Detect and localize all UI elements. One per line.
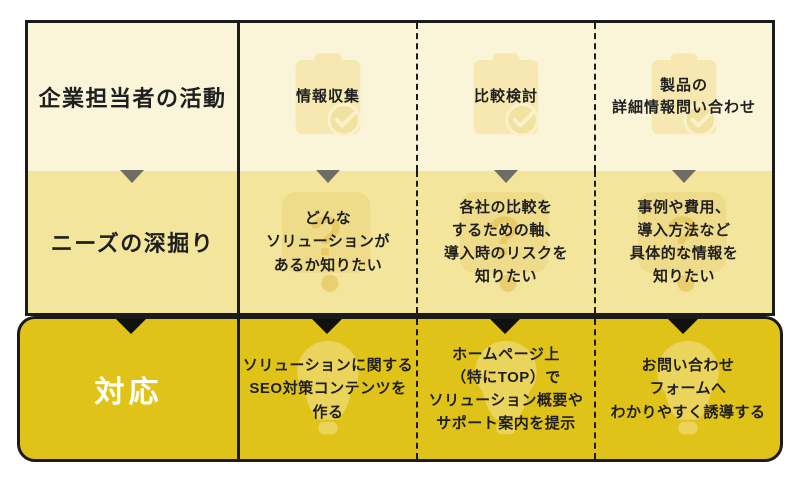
need-label: 事例や費用、 導入方法など 具体的な情報を 知りたい <box>629 198 739 286</box>
needs-row-header: ニーズの深掘り <box>50 231 215 256</box>
activities-row-header: 企業担当者の活動 <box>38 86 227 111</box>
activity-cell-stage1: 情報収集 <box>240 23 418 171</box>
needs-header-cell: ニーズの深掘り <box>28 171 240 313</box>
down-arrow-icon <box>668 319 698 334</box>
activity-label: 情報収集 <box>295 87 360 105</box>
response-band: 対応 ソリューションに関する SEO対策コンテンツを 作る ホームページ上 <box>17 316 783 462</box>
response-label-text: ホームページ上 （特にTOP）で ソリューション概要や サポート案内を提示 <box>428 345 584 433</box>
response-row-header: 対応 <box>94 376 163 409</box>
down-arrow-icon <box>120 170 144 183</box>
activity-cell-stage2: 比較検討 <box>418 23 596 171</box>
journey-table: 企業担当者の活動 情報収集 比較 <box>25 20 775 316</box>
response-label-text: お問い合わせ フォームへ わかりやすく誘導する <box>610 357 766 421</box>
activity-label: 比較検討 <box>473 87 538 105</box>
response-cell-stage1: ソリューションに関する SEO対策コンテンツを 作る <box>240 319 418 459</box>
need-label: 各社の比較を するための軸、 導入時のリスクを 知りたい <box>443 198 568 286</box>
activity-cell-stage3: 製品の 詳細情報問い合わせ <box>596 23 772 171</box>
response-cell-stage3: お問い合わせ フォームへ わかりやすく誘導する <box>596 319 780 459</box>
response-cell-stage2: ホームページ上 （特にTOP）で ソリューション概要や サポート案内を提示 <box>418 319 596 459</box>
down-arrow-icon <box>490 319 520 334</box>
need-cell-stage1: ? どんな ソリューションが あるか知りたい <box>240 171 418 313</box>
down-arrow-icon <box>672 170 696 183</box>
activity-label: 製品の 詳細情報問い合わせ <box>611 76 756 117</box>
need-cell-stage2: ? 各社の比較を するための軸、 導入時のリスクを 知りたい <box>418 171 596 313</box>
response-label-text: ソリューションに関する SEO対策コンテンツを 作る <box>242 357 414 421</box>
down-arrow-icon <box>116 319 146 334</box>
need-label: どんな ソリューションが あるか知りたい <box>266 210 390 274</box>
response-header-cell: 対応 <box>20 319 240 459</box>
down-arrow-icon <box>316 170 340 183</box>
down-arrow-icon <box>312 319 342 334</box>
down-arrow-icon <box>494 170 518 183</box>
need-cell-stage3: ? 事例や費用、 導入方法など 具体的な情報を 知りたい <box>596 171 772 313</box>
activities-header-cell: 企業担当者の活動 <box>28 23 240 171</box>
